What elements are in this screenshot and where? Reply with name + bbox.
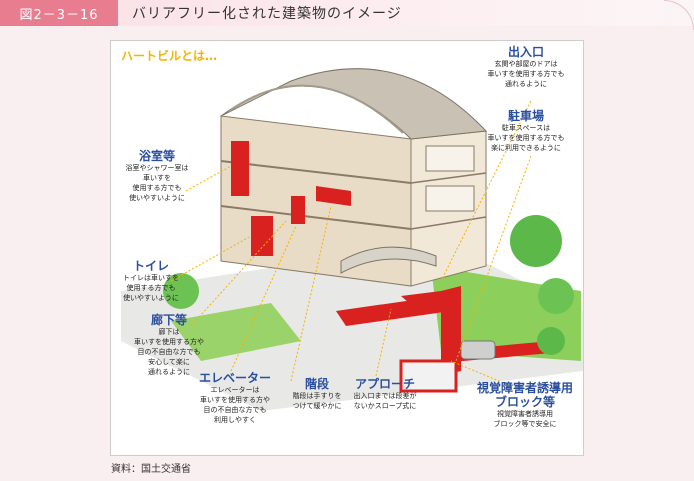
entrance-mat [401,291,456,309]
label-corridor: 廊下等 廊下は 車いすを使用する方や 目の不自由な方でも 安心して楽に 通れるよ… [123,313,215,377]
label-toilet: トイレ トイレは車いすを 使用する方でも 使いやすいように [113,259,189,303]
leader-lines [170,100,532,387]
tree-left [163,273,199,309]
label-tactile-blocks: 視覚障害者誘導用 ブロック等 視覚障害者誘導用 ブロック等で安全に [467,381,583,429]
label-approach-desc: 出入口までは段差が ないかスロープ式に [353,392,417,410]
figure-number: 図2－3－16 [0,0,118,26]
label-bathroom-desc: 浴室やシャワー室は 車いすを 使用する方でも 使いやすいように [125,164,189,202]
entrance-canopy [340,246,437,274]
label-toilet-title: トイレ [132,259,169,273]
label-toilet-desc: トイレは車いすを 使用する方でも 使いやすいように [123,274,179,302]
figure-title: バリアフリー化された建築物のイメージ [132,6,402,22]
label-approach-title: アプローチ [354,377,415,391]
elevator-shaft [291,196,305,224]
label-entrance: 出入口 玄関や部屋のドアは 車いすを使用する方でも 通れるように [471,45,581,89]
label-elevator: エレベーター エレベーターは 車いすを使用する方や 目の不自由な方でも 利用しや… [185,371,285,425]
building-illustration [121,68,583,411]
label-elevator-desc: エレベーターは 車いすを使用する方や 目の不自由な方でも 利用しやすく [200,386,270,424]
tree-corner [537,327,565,355]
label-parking-title: 駐車場 [507,109,544,123]
tree-right [510,215,562,267]
label-bathroom-title: 浴室等 [138,149,175,163]
floor-line-3 [220,160,412,184]
diagram-heading: ハートビルとは… [121,49,218,63]
stair-area [316,186,351,206]
label-tactile-desc: 視覚障害者誘導用 ブロック等で安全に [493,410,557,428]
label-approach: アプローチ 出入口までは段差が ないかスロープ式に [337,377,433,411]
label-parking: 駐車場 駐車スペースは 車いすを使用する方でも 楽に利用できるように [471,109,581,153]
side-floor-line-3 [410,172,487,184]
roof-rib [228,84,404,134]
accessible-bathroom-area [231,141,249,196]
label-entrance-title: 出入口 [507,45,544,59]
label-elevator-title: エレベーター [198,371,271,385]
source-credit: 資料：国土交通省 [111,464,191,475]
label-stairs: 階段 階段は手すりを つけて緩やかに [281,377,353,411]
figure-header: 図2－3－16 バリアフリー化された建築物のイメージ [0,0,694,30]
side-floor-line-2 [410,216,487,230]
label-tactile-title: 視覚障害者誘導用 ブロック等 [476,381,573,409]
accessible-parking-space [399,359,458,393]
side-window-2 [425,185,475,212]
label-corridor-desc: 廊下は 車いすを使用する方や 目の不自由な方でも 安心して楽に 通れるように [134,328,204,376]
side-window-3 [425,145,475,172]
figure-title-bar: バリアフリー化された建築物のイメージ [118,0,694,26]
label-parking-desc: 駐車スペースは 車いすを使用する方でも 楽に利用できるように [487,124,565,152]
illustration-frame: ハートビルとは… 出入口 玄関や部屋のドアは 車いすを使用する方でも 通れるよう… [110,40,584,456]
label-stairs-desc: 階段は手すりを つけて緩やかに [292,392,342,410]
tree-right-lower [538,278,574,314]
parked-car [460,340,496,360]
label-stairs-title: 階段 [304,377,329,391]
label-bathroom: 浴室等 浴室やシャワー室は 車いすを 使用する方でも 使いやすいように [117,149,197,203]
label-corridor-title: 廊下等 [150,313,187,327]
left-lawn [171,303,301,361]
floor-line-2 [220,205,412,230]
label-entrance-desc: 玄関や部屋のドアは 車いすを使用する方でも 通れるように [487,60,565,88]
accessible-toilet-area [251,216,273,256]
